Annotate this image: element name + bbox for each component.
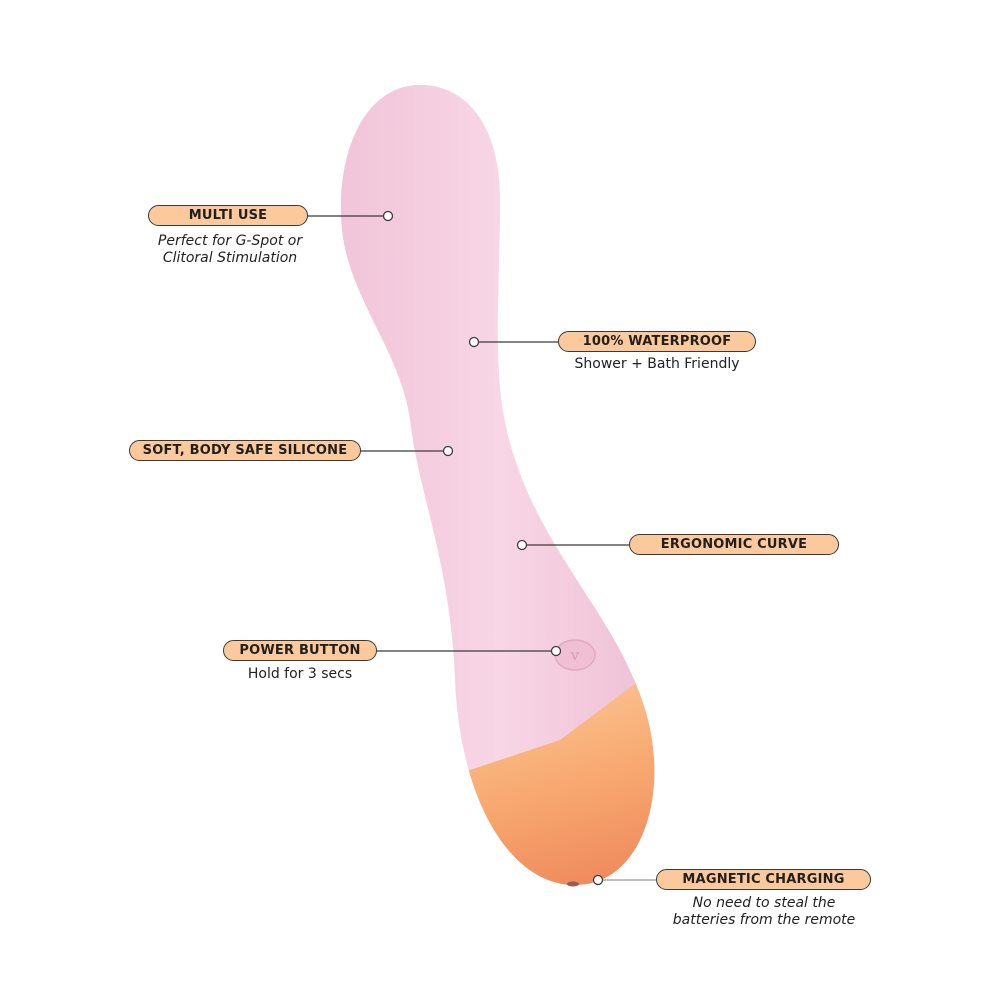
feature-label-silicone: SOFT, BODY SAFE SILICONE xyxy=(129,440,361,461)
svg-text:v: v xyxy=(570,648,579,664)
feature-label-waterproof: 100% WATERPROOF xyxy=(558,331,756,352)
desc-line: batteries from the remote xyxy=(672,912,856,928)
feature-label-ergonomic: ERGONOMIC CURVE xyxy=(629,534,839,555)
feature-label-magnetic-charging: MAGNETIC CHARGING xyxy=(656,869,871,890)
charging-contact xyxy=(567,881,579,887)
feature-label-multi-use: MULTI USE xyxy=(148,205,308,226)
desc-line: No need to steal the xyxy=(692,895,836,911)
feature-desc-magnetic-charging: No need to steal the batteries from the … xyxy=(644,895,884,929)
feature-desc-multi-use: Perfect for G-Spot or Clitoral Stimulati… xyxy=(130,233,330,267)
feature-label-power-button: POWER BUTTON xyxy=(223,640,377,661)
callout-lines xyxy=(308,210,656,886)
desc-line: Perfect for G-Spot or xyxy=(157,233,303,249)
feature-desc-waterproof: Shower + Bath Friendly xyxy=(574,356,740,372)
desc-line: Clitoral Stimulation xyxy=(162,250,298,266)
feature-desc-power-button: Hold for 3 secs xyxy=(247,666,353,682)
